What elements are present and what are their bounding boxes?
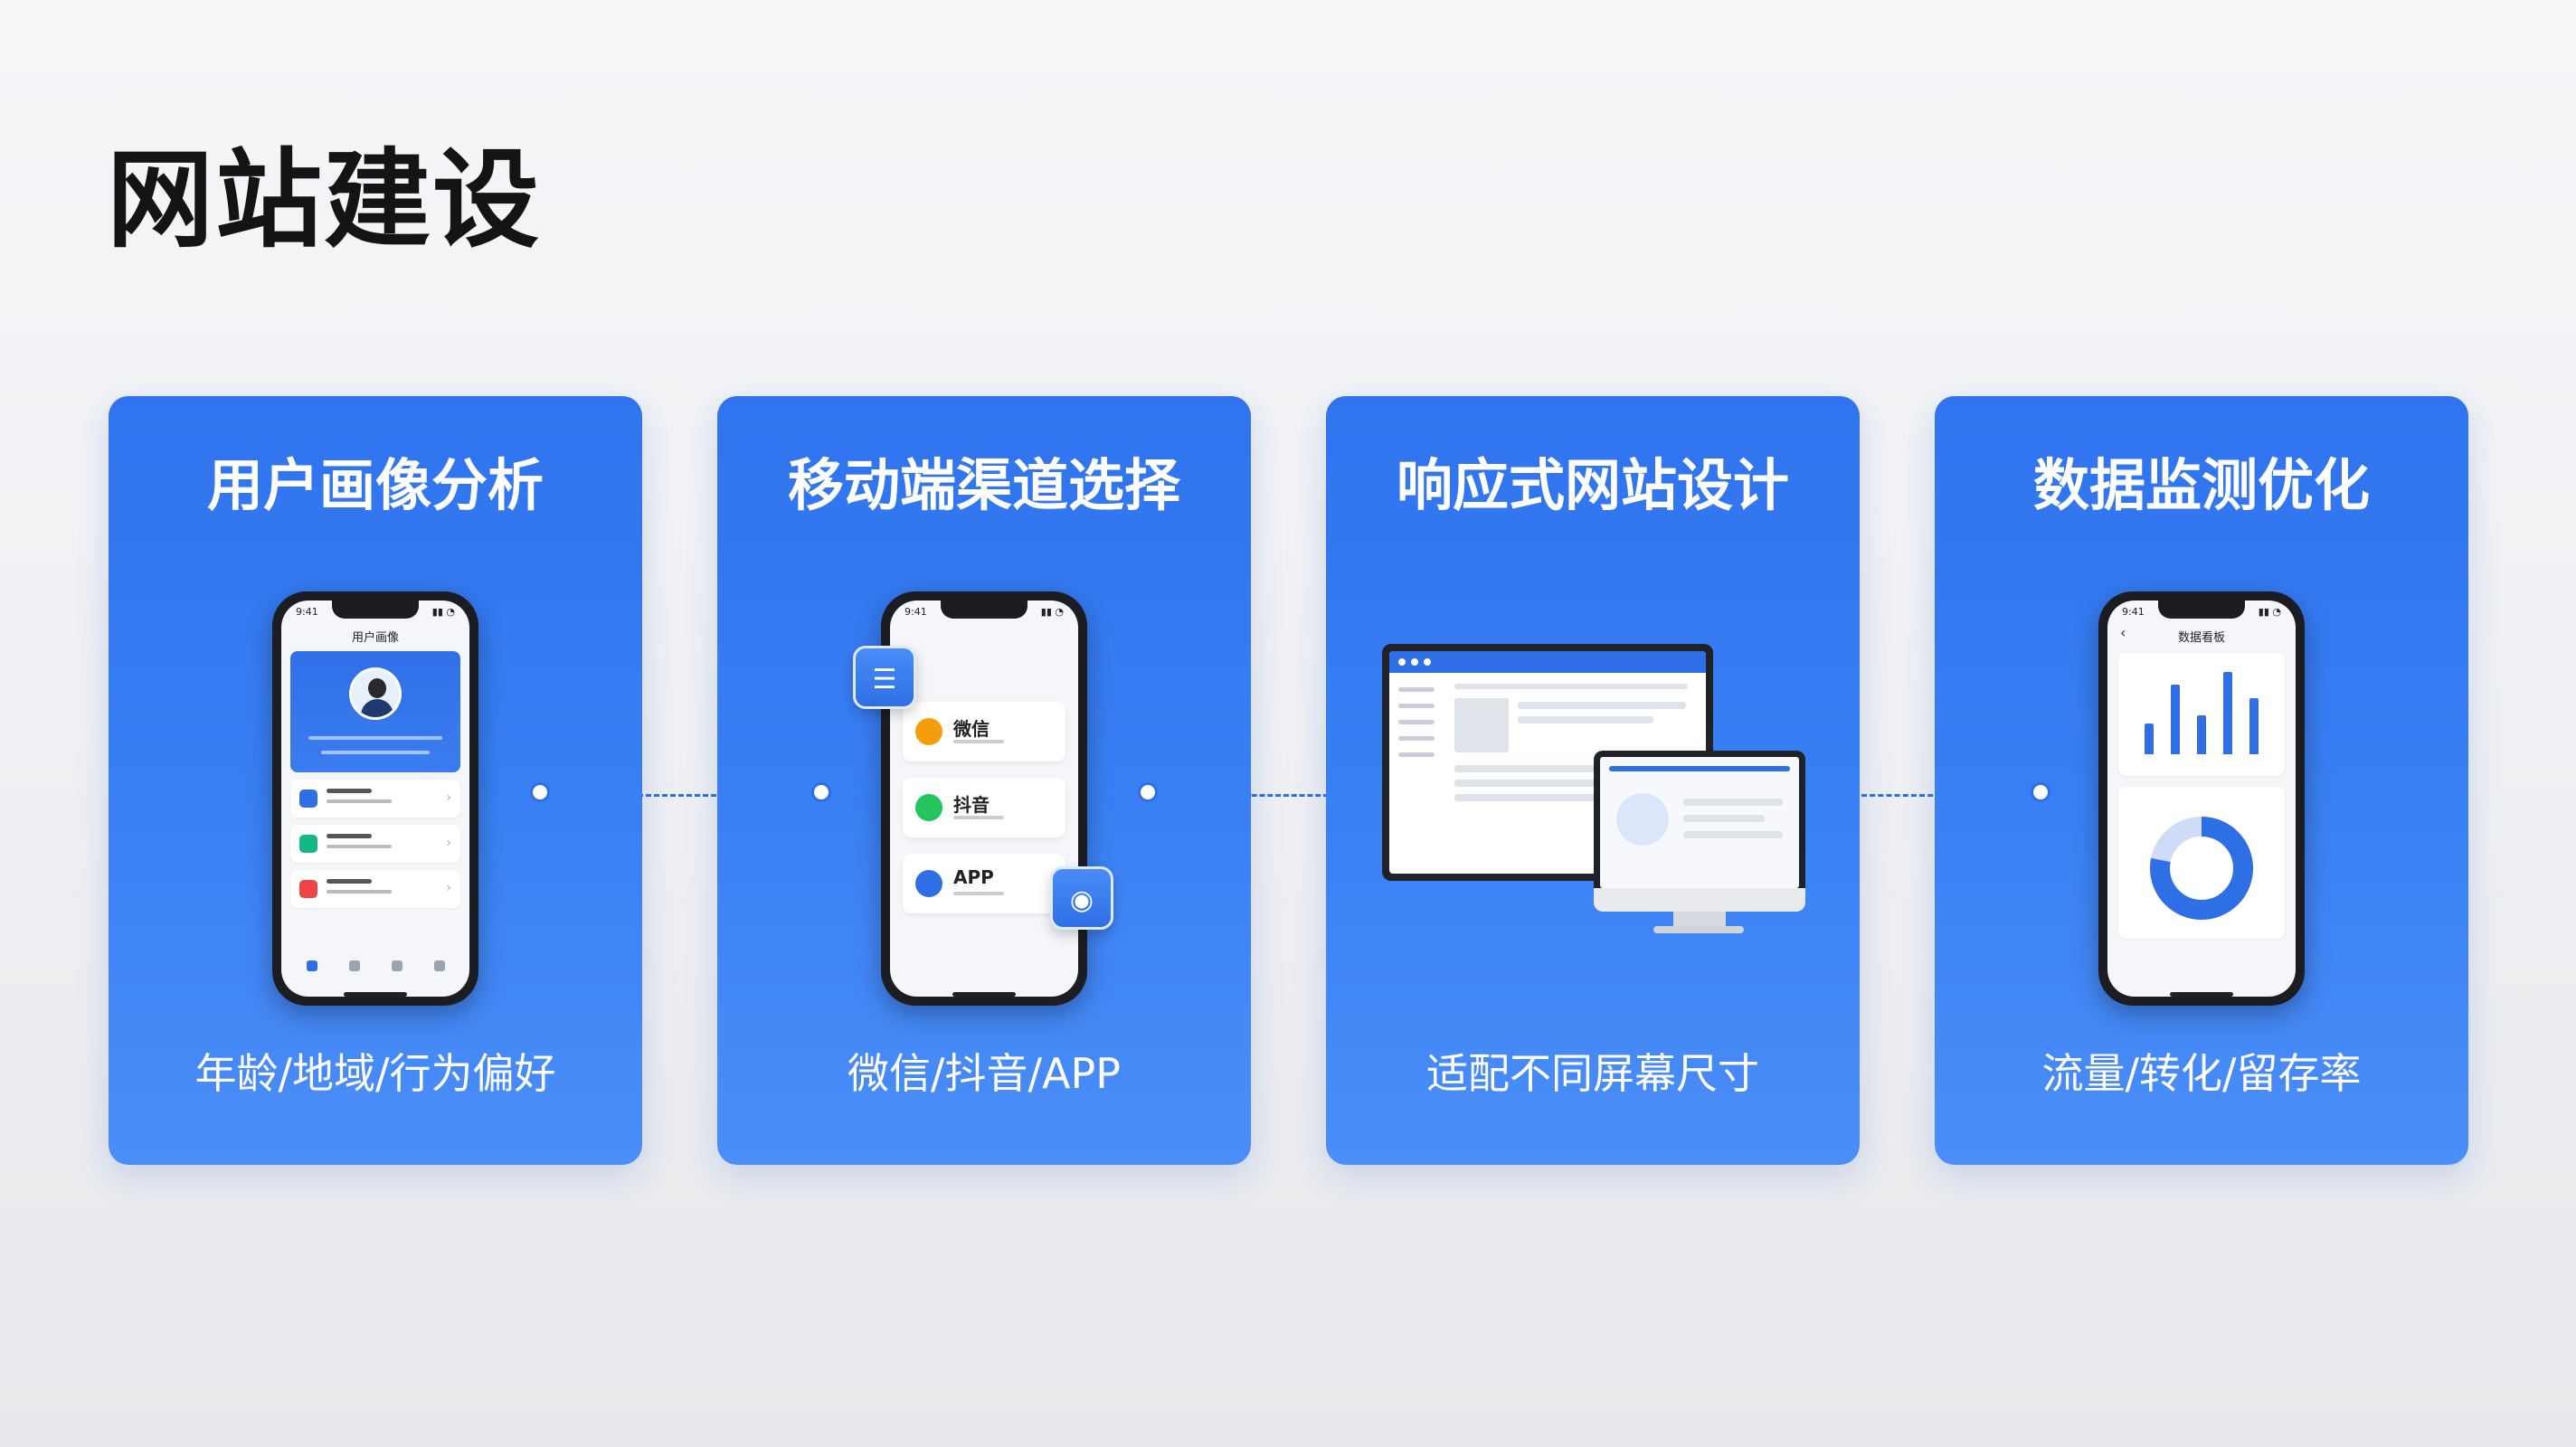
douyin-icon [915,794,942,821]
status-time: 9:41 [904,606,927,618]
screen-title: 数据看板 [2177,631,2225,645]
connector-line-1 [540,794,822,797]
status-bar: 9:41 ▮▮ ◔ [904,606,1064,620]
browser-header [1389,651,1706,673]
phone-notch [332,601,419,619]
chat-bubble-icon: ◉ [1050,866,1113,930]
chevron-right-icon: › [446,836,451,850]
channel-item-douyin[interactable]: 抖音 [903,778,1065,837]
signal-icon: ▮▮ ◔ [1040,606,1064,618]
chart-bar [2197,714,2206,754]
card-subtitle: 年龄/地域/行为偏好 [194,1049,556,1098]
channel-item-wechat[interactable]: 微信 [903,702,1065,761]
phone-screen: 9:41 ▮▮ ◔ 用户画像 › › › [281,601,469,997]
phone-mockup: 9:41 ▮▮ ◔ 用户画像 › › › [272,591,478,1006]
status-bar: 9:41 ▮▮ ◔ [2122,606,2281,620]
connector-node [1138,782,1158,802]
bar-chart-card [2118,653,2285,776]
card-mobile-channels[interactable]: 移动端渠道选择 9:41 ▮▮ ◔ 微信 抖音 APP ☰ ◉ 微信/抖音/APP [717,396,1251,1165]
chevron-right-icon: › [446,881,451,895]
connector-node [530,782,550,802]
list-icon [299,790,317,808]
home-indicator [952,992,1016,997]
signal-icon: ▮▮ ◔ [2258,606,2281,618]
small-monitor [1594,751,1805,912]
tab-bar [290,951,460,980]
page-title: 网站建设 [107,137,542,262]
card-title: 用户画像分析 [206,452,544,518]
avatar [349,667,402,720]
status-bar: 9:41 ▮▮ ◔ [296,606,455,620]
card-title: 响应式网站设计 [1396,452,1789,518]
connector-line-3 [1804,794,2041,797]
card-subtitle: 适配不同屏幕尺寸 [1426,1049,1759,1098]
donut-segment [2150,817,2253,920]
chart-bar [2171,685,2181,754]
card-data-monitoring[interactable]: 数据监测优化 9:41 ▮▮ ◔ 数据看板 ‹ 流量/转化/留存率 [1935,396,2468,1165]
connector-node [2031,782,2050,802]
signal-icon: ▮▮ ◔ [431,606,455,618]
message-icon: ☰ [853,646,916,709]
status-time: 9:41 [2122,606,2145,618]
tab-icon[interactable] [348,960,360,971]
profile-card [290,651,460,772]
card-user-persona[interactable]: 用户画像分析 9:41 ▮▮ ◔ 用户画像 › › › 年龄/地域/行为偏好 [109,396,642,1165]
list-item[interactable]: › [290,825,460,863]
list-item[interactable]: › [290,870,460,908]
donut-chart [2150,817,2253,920]
home-icon[interactable] [306,960,317,971]
app-icon [915,870,942,897]
chart-bar [2249,697,2259,754]
phone-notch [941,601,1028,619]
home-indicator [344,992,407,997]
list-icon [299,880,317,898]
back-icon[interactable]: ‹ [2120,624,2126,641]
wechat-icon [915,718,942,745]
card-title: 移动端渠道选择 [787,452,1180,518]
bar-chart [2136,667,2267,754]
card-title: 数据监测优化 [2032,452,2370,518]
screen-title: 用户画像 [351,631,399,645]
phone-notch [2158,601,2245,619]
card-responsive-design[interactable]: 响应式网站设计 适配不同屏 [1326,396,1860,1165]
channel-item-app[interactable]: APP [903,854,1065,913]
phone-screen: 9:41 ▮▮ ◔ 微信 抖音 APP [890,601,1078,997]
phone-screen: 9:41 ▮▮ ◔ 数据看板 ‹ [2107,601,2296,997]
phone-mockup: 9:41 ▮▮ ◔ 数据看板 ‹ [2098,591,2305,1006]
status-time: 9:41 [296,606,318,618]
connector-node [811,782,831,802]
chevron-right-icon: › [446,790,451,805]
tab-icon[interactable] [391,960,402,971]
monitor-base [1653,926,1744,933]
list-icon [299,835,317,853]
list-item[interactable]: › [290,780,460,818]
profile-icon[interactable] [433,960,445,971]
profile-line [321,751,430,754]
chart-bar [2145,724,2155,754]
chart-bar [2222,671,2232,754]
card-subtitle: 流量/转化/留存率 [2041,1049,2362,1098]
home-indicator [2170,992,2233,997]
monitor-stand [1673,912,1726,928]
card-subtitle: 微信/抖音/APP [848,1049,1121,1098]
profile-line [308,736,442,740]
donut-chart-card [2118,787,2285,939]
